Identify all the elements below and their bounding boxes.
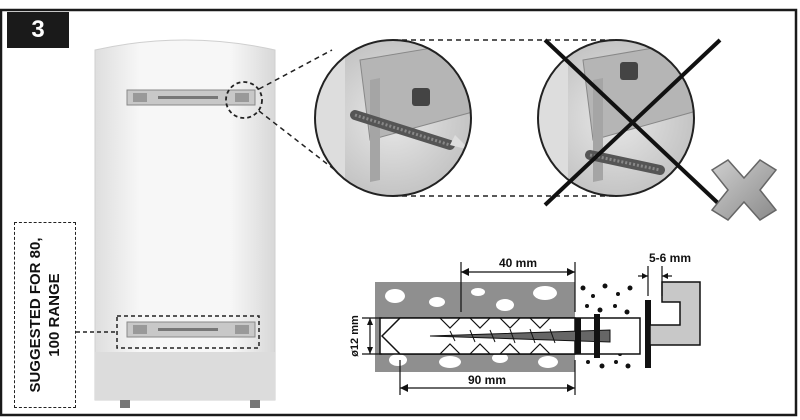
wall-stones [385,286,558,368]
range-note-line-1: SUGGESTED FOR 80, [27,237,44,393]
range-note-text: SUGGESTED FOR 80, 100 RANGE [26,225,64,405]
cross-icon [710,159,778,221]
range-note: SUGGESTED FOR 80, 100 RANGE [14,222,76,408]
range-note-line-2: 100 RANGE [46,273,63,357]
zoom-marker [225,81,263,119]
gap-label: 5-6 mm [649,251,691,265]
diameter-label: ø12 mm [349,315,361,357]
water-heater [76,39,276,408]
dimension-lines [362,262,672,395]
bottom-bracket [126,321,256,338]
top-bracket [126,89,256,106]
step-number-badge: 3 [7,12,69,48]
anchor-depth-label: 40 mm [499,256,537,270]
anchor-section [375,281,701,372]
bottom-bracket-highlight [116,315,260,349]
total-length-label: 90 mm [468,373,506,387]
